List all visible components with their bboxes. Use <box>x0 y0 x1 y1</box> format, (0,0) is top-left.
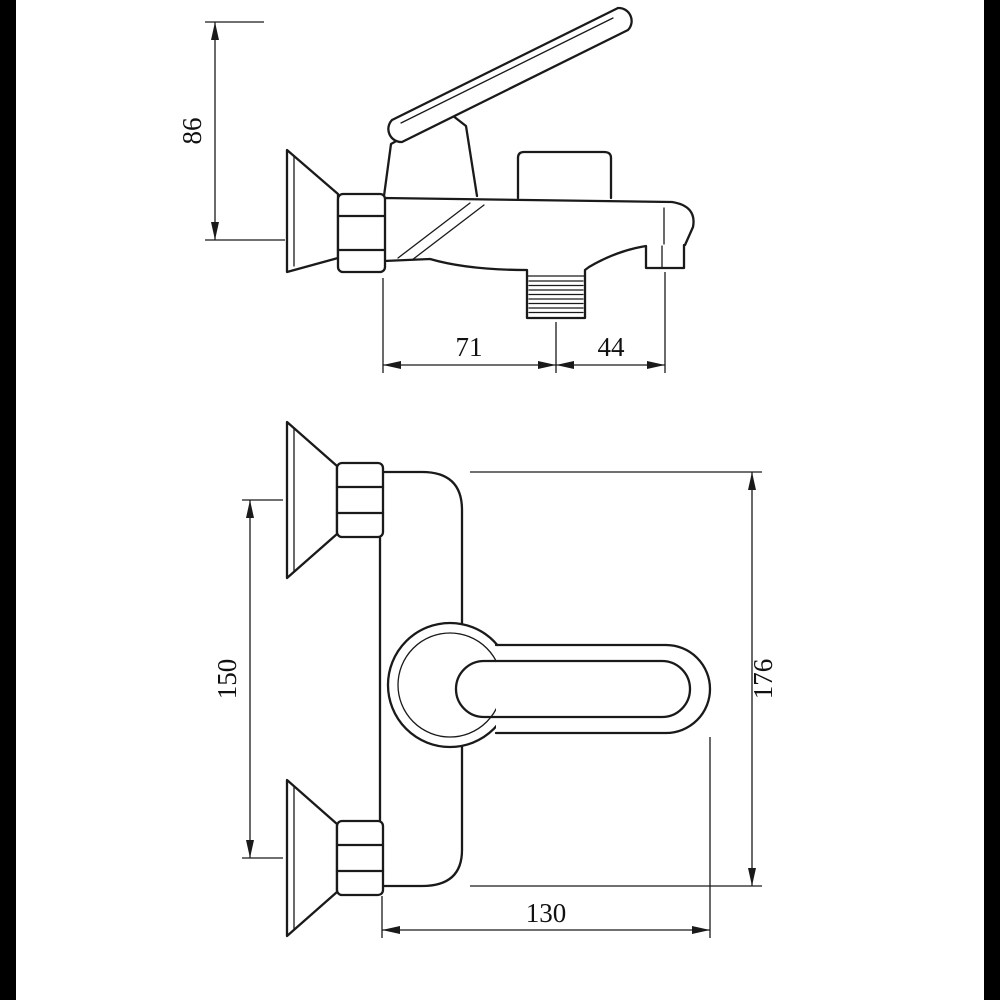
dimension-arrow <box>692 926 710 934</box>
cartridge-cap-outer <box>386 621 514 749</box>
dimension-label: 71 <box>456 332 483 362</box>
dimension-label: 150 <box>212 659 242 700</box>
dimension-arrow <box>748 868 756 886</box>
dimension-86: 86 <box>177 21 285 241</box>
dimension-71-44: 71 44 <box>382 272 666 373</box>
lever-accent-line <box>400 17 614 124</box>
dimension-label: 44 <box>598 332 626 362</box>
letterbox-right <box>984 0 1000 1000</box>
dimension-arrow <box>211 22 219 40</box>
handle-arm-fill <box>496 645 710 733</box>
dimension-arrow <box>748 472 756 490</box>
dimension-arrow <box>246 840 254 858</box>
dimension-label: 176 <box>748 659 778 700</box>
lever-handle <box>387 6 633 144</box>
body-accent-line <box>397 202 471 259</box>
dimension-arrow <box>383 361 401 369</box>
dimension-176: 176 <box>470 471 778 887</box>
mounting-nut <box>336 192 387 274</box>
front-view: 150 176 130 <box>212 420 778 938</box>
handle-arm-slot <box>454 659 692 719</box>
faucet-body-outline <box>382 196 695 320</box>
mounting-nut-top <box>335 461 385 539</box>
handle-arm-outline <box>494 643 712 735</box>
dimension-label: 86 <box>177 118 207 145</box>
body-accent-line <box>411 204 485 261</box>
dimension-150: 150 <box>212 499 283 859</box>
dimension-arrow <box>211 222 219 240</box>
cartridge-block <box>516 150 613 200</box>
side-view: 86 71 44 <box>177 6 695 373</box>
shower-outlet-threads <box>526 275 586 314</box>
dimension-arrow <box>647 361 665 369</box>
mounting-nut-bottom <box>335 819 385 897</box>
dimension-arrow <box>382 926 400 934</box>
dimension-arrow <box>538 361 556 369</box>
letterbox-left <box>0 0 16 1000</box>
dimension-label: 130 <box>526 898 567 928</box>
dimension-130: 130 <box>381 737 711 938</box>
dimension-arrow <box>246 500 254 518</box>
dimension-arrow <box>556 361 574 369</box>
